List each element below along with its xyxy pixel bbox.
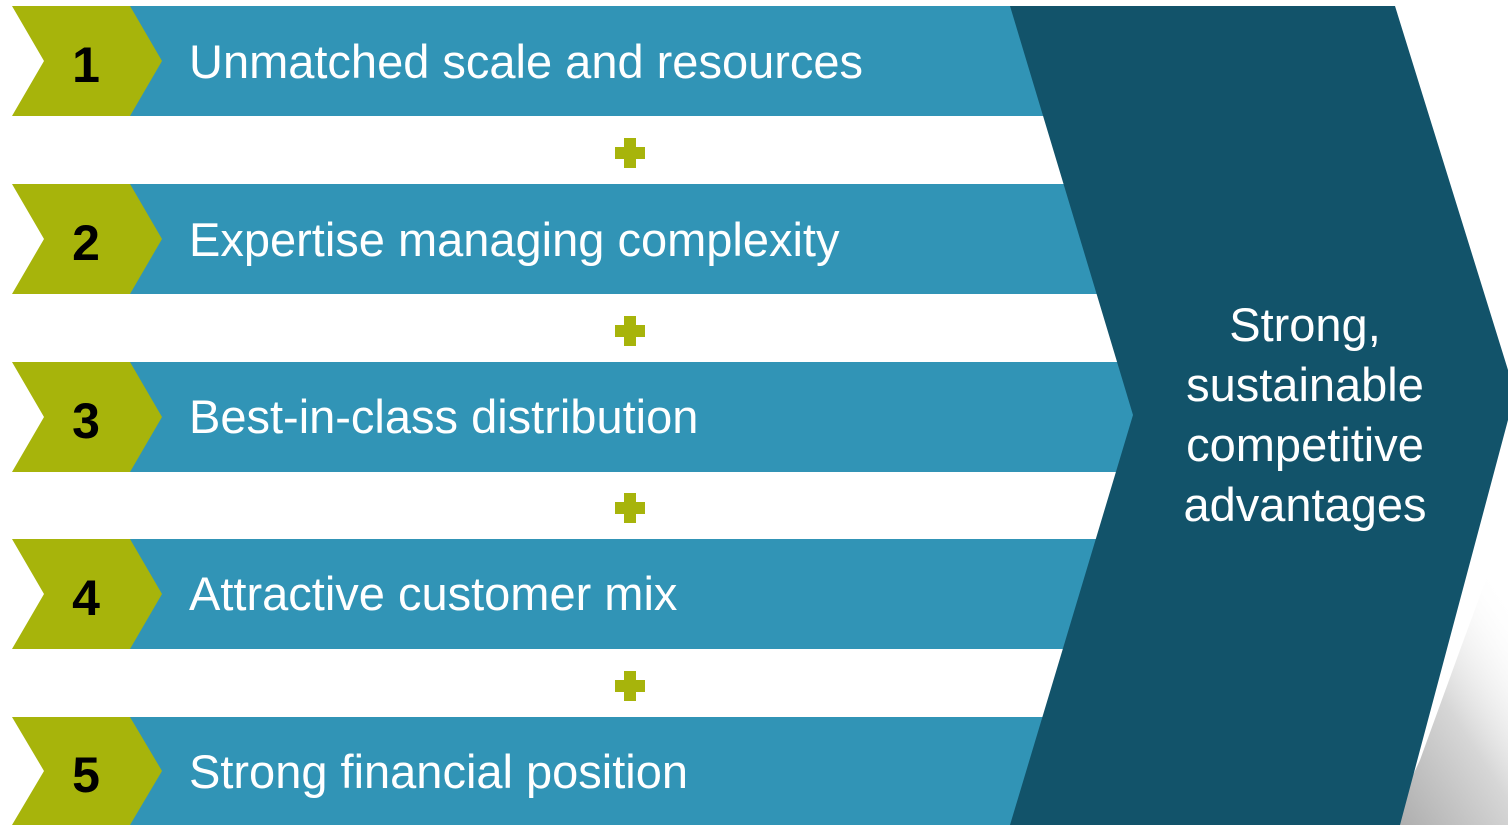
plus-icon <box>615 138 645 168</box>
result-chevron <box>1010 6 1508 825</box>
result-line-2: sustainable <box>1186 358 1424 411</box>
result-line-3: competitive <box>1186 418 1424 471</box>
row-label-2: Expertise managing complexity <box>189 213 840 266</box>
number-chevron-1 <box>12 6 162 116</box>
plus-icon <box>615 671 645 701</box>
row-number-3: 3 <box>72 393 100 449</box>
plus-icon <box>615 316 645 346</box>
row-bar-2 <box>130 184 1130 294</box>
number-chevron-4 <box>12 539 162 649</box>
row-number-5: 5 <box>72 747 100 803</box>
result-text: Strong, sustainable competitive advantag… <box>1140 295 1470 535</box>
number-chevron-5 <box>12 717 162 825</box>
result-line-1: Strong, <box>1229 298 1381 351</box>
number-chevron-2 <box>12 184 162 294</box>
background-texture <box>1390 520 1508 825</box>
row-label-4: Attractive customer mix <box>189 567 678 620</box>
row-bar-1 <box>130 6 1130 116</box>
row-label-1: Unmatched scale and resources <box>189 35 864 88</box>
row-bar-3 <box>130 362 1160 472</box>
row-number-1: 1 <box>72 37 100 93</box>
row-bar-5 <box>130 717 1130 825</box>
row-bar-4 <box>130 539 1130 649</box>
number-chevron-3 <box>12 362 162 472</box>
result-line-4: advantages <box>1183 478 1427 531</box>
row-label-3: Best-in-class distribution <box>189 390 699 443</box>
row-number-2: 2 <box>72 215 100 271</box>
row-number-4: 4 <box>72 570 100 626</box>
plus-icon <box>615 493 645 523</box>
row-label-5: Strong financial position <box>189 745 689 798</box>
